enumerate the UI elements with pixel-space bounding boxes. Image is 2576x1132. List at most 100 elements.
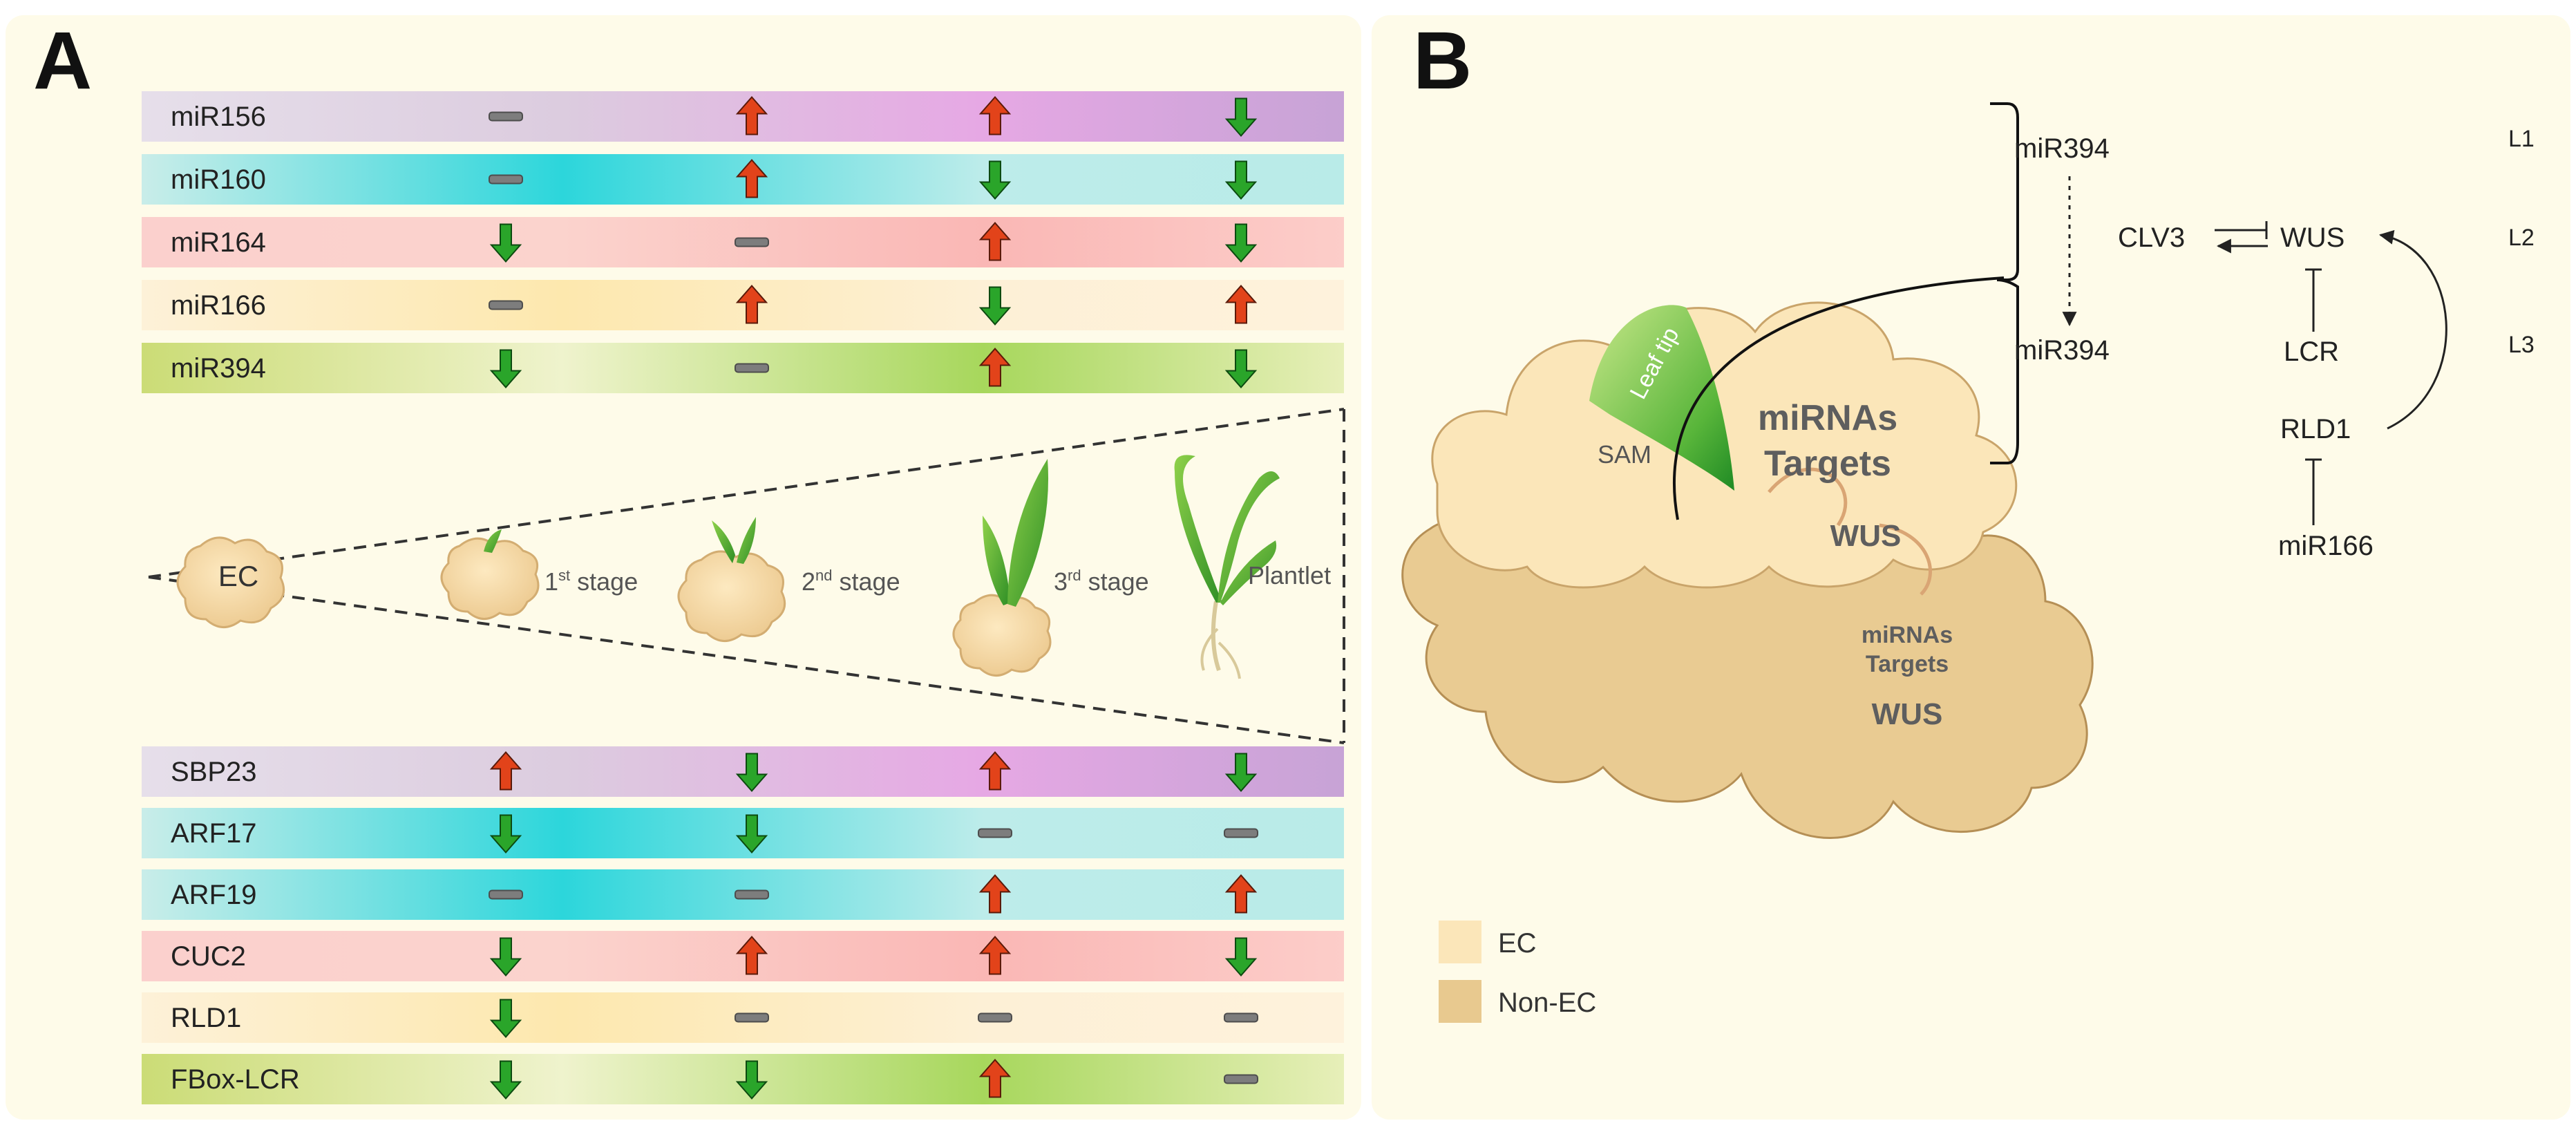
rld1-label: RLD1 — [2280, 414, 2351, 444]
target-row-label: RLD1 — [171, 1003, 241, 1033]
panel-a-letter: A — [33, 15, 92, 106]
mirna-down-mark — [1224, 349, 1258, 389]
mirna-down-mark — [978, 160, 1012, 200]
target-down-mark — [735, 814, 768, 854]
mirna-row: miR160 — [142, 154, 1344, 205]
mirna-expression-rows: miR156 miR160 miR164 miR166 miR394 — [142, 91, 1344, 393]
mirna-down-mark — [978, 286, 1012, 326]
mirna-down-mark — [489, 349, 522, 389]
mir166-label: miR166 — [2278, 531, 2374, 561]
stage1-number: 1 — [544, 567, 558, 596]
development-stages: EC 1st stage 2nd stage 3rd stage — [148, 408, 1345, 744]
target-row: ARF17 — [142, 808, 1344, 858]
target-up-mark — [1224, 874, 1258, 914]
target-down-mark — [489, 937, 522, 977]
mirna-row-band — [142, 280, 1344, 330]
lower-target-arc — [1879, 523, 1932, 596]
target-row-band — [142, 808, 1344, 858]
target-up-mark — [489, 751, 522, 791]
target-row-label: ARF17 — [171, 818, 257, 849]
target-row-label: SBP23 — [171, 757, 257, 787]
mirna-row-label: miR156 — [171, 102, 266, 132]
sam-curve — [1673, 276, 2005, 520]
mirna-up-mark — [1224, 284, 1258, 324]
target-flat-mark — [1224, 1012, 1258, 1023]
mirna-up-mark — [978, 221, 1012, 261]
target-row-band — [142, 1054, 1344, 1104]
mirna-up-mark — [978, 347, 1012, 387]
stage3-superscript: rd — [1068, 567, 1081, 584]
mirna-row: miR394 — [142, 343, 1344, 393]
upper-targets-label: Targets — [1764, 444, 1891, 484]
target-flat-mark — [1224, 828, 1258, 838]
target-row-label: CUC2 — [171, 941, 246, 972]
ec-callus-icon — [176, 536, 285, 628]
stage2-number: 2 — [802, 567, 815, 596]
legend-ec-swatch — [1439, 921, 1481, 963]
wus-label: WUS — [2280, 223, 2345, 253]
target-row: ARF19 — [142, 869, 1344, 920]
stage3-label: 3rd stage — [1054, 567, 1149, 596]
target-down-mark — [735, 753, 768, 793]
legend-ec-label: EC — [1498, 928, 1537, 959]
mirna-down-mark — [1224, 160, 1258, 200]
legend-non-ec-swatch — [1439, 980, 1481, 1023]
mirna-row-band — [142, 154, 1344, 205]
sam-label: SAM — [1598, 440, 1651, 469]
mirna-flat-mark — [735, 237, 769, 247]
upper-target-arc — [1768, 467, 1848, 527]
mirna-row-label: miR160 — [171, 164, 266, 195]
stage3-number: 3 — [1054, 567, 1068, 596]
mirna-down-mark — [489, 223, 522, 263]
upper-mirnas-label: miRNAs — [1758, 398, 1897, 438]
target-row: CUC2 — [142, 931, 1344, 981]
mirna-row: miR164 — [142, 217, 1344, 267]
mir394-bottom-label: miR394 — [2014, 335, 2110, 366]
layer-l1-label: L1 — [2508, 126, 2535, 152]
upper-wus-label: WUS — [1830, 519, 1902, 553]
lower-mirnas-label: miRNAs — [1862, 622, 1953, 648]
target-down-mark — [489, 999, 522, 1039]
funnel-line-bottom — [148, 576, 1345, 744]
target-flat-mark — [489, 889, 523, 900]
lower-wus-label: WUS — [1872, 697, 1943, 731]
legend-non-ec-label: Non-EC — [1498, 988, 1596, 1018]
target-row: RLD1 — [142, 992, 1344, 1043]
target-up-mark — [978, 874, 1012, 914]
target-row-label: FBox-LCR — [171, 1064, 300, 1095]
meristem-illustration: Leaf tip SAM miRNAs Targets WUS miRNAs T… — [1401, 276, 2094, 839]
mirna-flat-mark — [735, 363, 769, 373]
target-down-mark — [489, 1060, 522, 1100]
mirna-down-mark — [1224, 97, 1258, 138]
mirna-up-mark — [735, 95, 768, 135]
stage1-word: stage — [570, 567, 638, 596]
legend: EC Non-EC — [1439, 921, 1596, 1023]
mirna-up-mark — [978, 95, 1012, 135]
target-down-mark — [1224, 937, 1258, 977]
mirna-up-mark — [735, 158, 768, 198]
clv3-label: CLV3 — [2118, 223, 2185, 253]
mirna-row-label: miR166 — [171, 290, 266, 321]
panel-b-letter: B — [1413, 15, 1472, 106]
plantlet-icon — [1174, 455, 1280, 679]
target-down-mark — [489, 814, 522, 854]
target-row-band — [142, 746, 1344, 797]
ec-label: EC — [218, 560, 258, 592]
plantlet-label: Plantlet — [1248, 561, 1331, 589]
stage2-plant-icon — [677, 517, 786, 642]
leaf-tip-shape — [1589, 305, 1734, 491]
target-flat-mark — [735, 889, 769, 900]
target-flat-mark — [1224, 1074, 1258, 1084]
stage1-plant-icon — [440, 529, 540, 620]
target-up-mark — [978, 1058, 1012, 1098]
stage3-word: stage — [1081, 567, 1149, 596]
stage3-plant-icon — [952, 459, 1052, 677]
stage1-label: 1st stage — [544, 567, 638, 596]
target-row: FBox-LCR — [142, 1054, 1344, 1104]
mirna-row: miR156 — [142, 91, 1344, 142]
target-down-mark — [1224, 753, 1258, 793]
target-up-mark — [978, 751, 1012, 791]
mirna-row: miR166 — [142, 280, 1344, 330]
